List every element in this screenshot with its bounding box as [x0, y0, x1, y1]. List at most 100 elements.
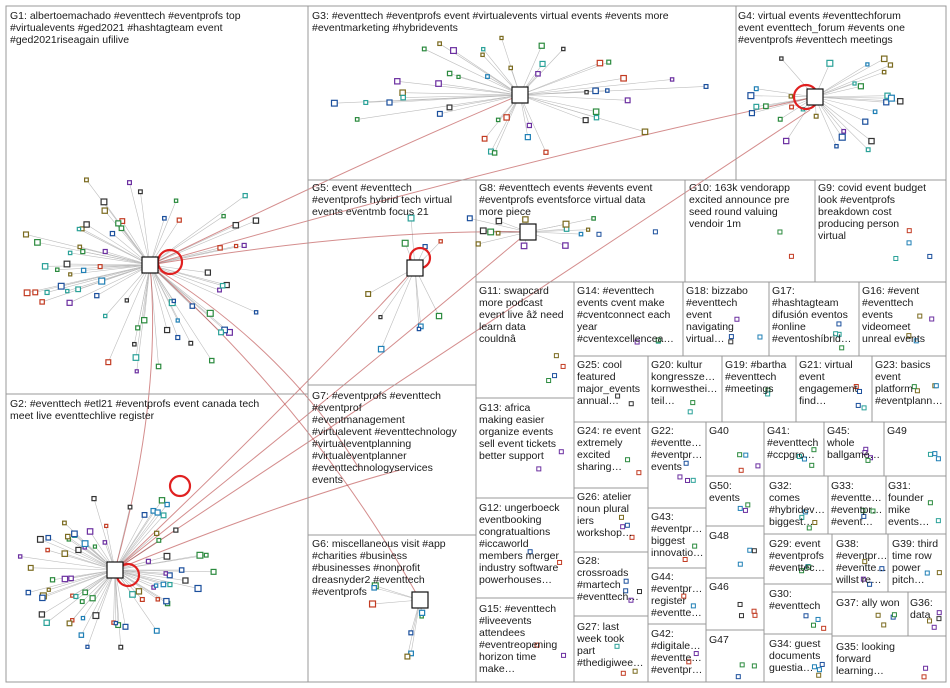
node: [596, 231, 602, 237]
node: [113, 620, 119, 626]
node: [762, 103, 769, 110]
node: [684, 477, 690, 483]
node: [862, 559, 868, 565]
node: [173, 527, 179, 533]
hub-node: [141, 256, 159, 274]
node: [592, 108, 600, 116]
hub-node: [806, 88, 824, 106]
node: [105, 359, 112, 366]
node: [122, 623, 129, 630]
edge: [82, 251, 151, 266]
node: [503, 114, 510, 121]
node: [553, 353, 559, 359]
node: [70, 593, 75, 598]
cross-group-edge: [149, 94, 521, 266]
node: [782, 137, 790, 145]
edge: [519, 62, 601, 96]
edge: [114, 512, 158, 571]
cross-group-edge: [114, 264, 154, 571]
node: [879, 566, 885, 572]
node: [92, 612, 100, 620]
edge: [519, 94, 597, 113]
edge: [380, 267, 416, 350]
node: [862, 118, 869, 125]
node: [176, 217, 182, 223]
node: [173, 198, 179, 203]
node: [82, 589, 89, 596]
node: [508, 65, 514, 71]
group-panel: [475, 597, 575, 683]
node: [81, 540, 89, 548]
node: [63, 260, 71, 268]
node: [933, 383, 939, 389]
node: [386, 99, 393, 106]
node: [481, 46, 486, 52]
node: [546, 378, 552, 384]
node: [875, 612, 881, 618]
edge: [135, 264, 151, 358]
node: [682, 556, 688, 562]
edge: [814, 95, 888, 98]
node: [620, 74, 627, 82]
node: [487, 228, 495, 236]
node: [881, 622, 887, 628]
node: [109, 230, 116, 237]
node: [160, 581, 167, 588]
node: [891, 612, 897, 618]
node: [552, 373, 558, 379]
node: [175, 318, 180, 323]
node: [562, 220, 570, 228]
edge: [114, 554, 207, 571]
node: [377, 345, 385, 353]
node: [66, 299, 73, 306]
node: [861, 405, 867, 411]
node: [221, 213, 226, 219]
edge: [129, 182, 151, 266]
node: [435, 312, 443, 320]
node: [217, 245, 223, 251]
edge: [490, 94, 521, 152]
cross-group-edge: [114, 109, 811, 571]
node: [834, 143, 839, 149]
node: [751, 663, 757, 669]
node: [562, 242, 569, 249]
node: [436, 110, 443, 117]
node: [861, 513, 867, 519]
node: [232, 221, 240, 229]
node: [175, 334, 181, 341]
node: [145, 558, 151, 564]
node: [132, 341, 137, 347]
node: [561, 46, 566, 52]
node: [408, 650, 414, 657]
node: [693, 651, 699, 657]
group-panel: [573, 487, 649, 553]
node: [596, 59, 604, 67]
node: [921, 674, 927, 680]
node: [499, 35, 504, 41]
node: [80, 267, 87, 274]
node: [196, 551, 204, 559]
group-panel: [885, 475, 947, 535]
node: [154, 509, 161, 516]
self-loop: [168, 474, 192, 498]
node: [745, 502, 751, 508]
node: [438, 239, 443, 244]
node: [618, 514, 624, 520]
node: [865, 147, 871, 153]
node: [135, 588, 143, 595]
group-panel: [647, 507, 707, 569]
node: [743, 452, 749, 458]
node: [435, 80, 442, 87]
edge: [41, 569, 116, 615]
edge: [108, 264, 151, 363]
edge: [458, 76, 521, 96]
node: [536, 466, 542, 472]
node: [495, 230, 501, 236]
edge: [527, 231, 582, 235]
node: [204, 269, 212, 276]
node: [49, 577, 56, 583]
group-panels: [5, 5, 947, 683]
edge: [814, 96, 872, 142]
edge: [149, 195, 246, 266]
node: [188, 340, 194, 346]
